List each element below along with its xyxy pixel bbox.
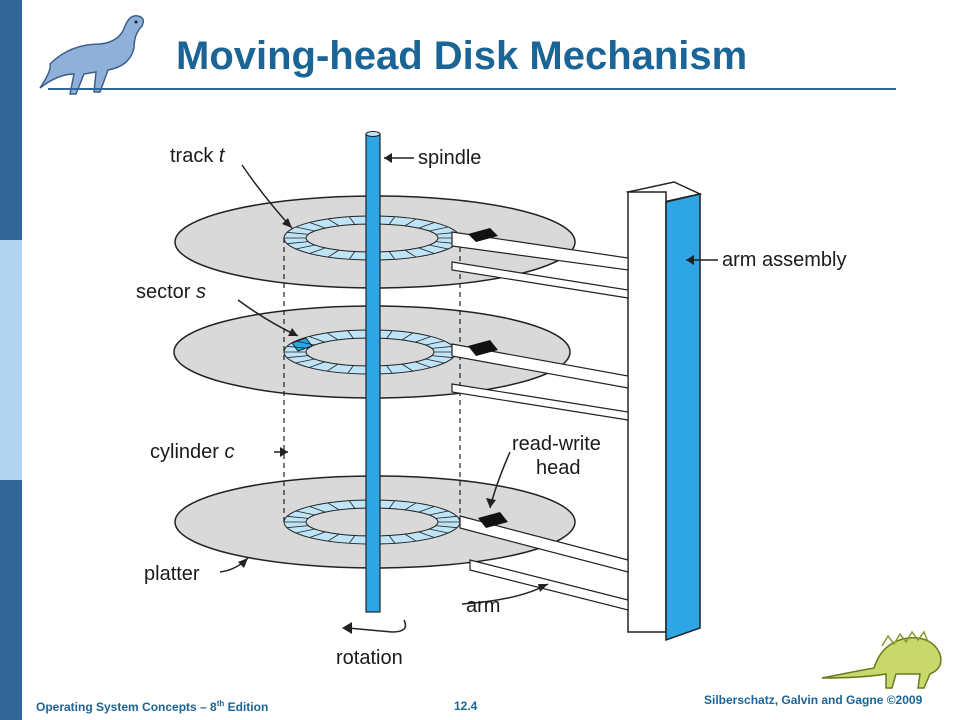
sector-divider <box>295 528 315 534</box>
sector-divider <box>418 506 435 513</box>
sector-divider <box>295 340 315 346</box>
arm-assembly-column-side <box>665 193 701 642</box>
label-cylinder: cylinder c <box>150 441 234 463</box>
sector-divider <box>309 506 326 513</box>
sector-divider <box>295 244 315 250</box>
sector-divider <box>418 222 435 229</box>
sector-divider <box>327 502 340 511</box>
sector-divider <box>388 216 396 225</box>
sector-divider <box>425 340 445 346</box>
sector-divider <box>347 330 354 339</box>
title-divider <box>48 88 896 90</box>
sector-divider <box>388 251 396 260</box>
sector-divider <box>348 216 356 225</box>
sector-divider <box>431 355 454 359</box>
sector-divider <box>309 222 326 229</box>
dinosaur-footer-icon <box>821 630 942 689</box>
sector-divider <box>348 535 356 544</box>
sector-divider <box>435 525 458 529</box>
sector-divider <box>286 231 309 235</box>
label-rotation: rotation <box>336 647 403 669</box>
sector-divider <box>327 533 340 542</box>
sidebar-band <box>0 0 22 720</box>
sector-divider <box>348 251 356 260</box>
read-write-head-top <box>468 228 498 242</box>
sector-divider <box>386 365 393 374</box>
sector-divider <box>388 535 396 544</box>
sector-divider <box>309 247 326 254</box>
sector-divider <box>429 244 449 250</box>
arrowheads <box>238 153 694 634</box>
sidebar-band-light <box>0 240 22 480</box>
arm-set <box>451 231 629 611</box>
label-read-write-line1: read-write <box>512 433 601 455</box>
sector-divider <box>401 363 414 372</box>
label-sector: sector s <box>136 281 206 303</box>
label-track: track t <box>170 145 226 167</box>
sector-divider <box>386 330 393 339</box>
sector-divider <box>435 515 458 519</box>
sector-divider <box>415 361 431 368</box>
sector-divider <box>295 226 315 232</box>
sector-divider <box>404 218 417 227</box>
sector-divider <box>309 361 325 368</box>
sector-divider <box>404 249 417 258</box>
sector-divider <box>347 365 354 374</box>
sector-divider <box>295 358 315 364</box>
footer-course: Operating System Concepts – 8th Edition <box>36 699 269 714</box>
spindle-top <box>365 131 381 137</box>
label-spindle: spindle <box>418 147 481 169</box>
sector-divider <box>286 525 309 529</box>
spindle <box>365 133 381 613</box>
sector-divider <box>425 358 445 364</box>
sector-divider <box>418 531 435 538</box>
sector-divider <box>418 247 435 254</box>
sector-divider <box>348 500 356 509</box>
sector-divider <box>326 332 339 341</box>
sector-divider <box>327 249 340 258</box>
dinosaur-logo-icon <box>39 14 145 95</box>
sector-divider <box>286 515 309 519</box>
read-write-head-middle <box>468 340 498 356</box>
sector-divider <box>401 332 414 341</box>
sector-divider <box>326 363 339 372</box>
label-read-write-line2: head <box>536 457 581 479</box>
label-arm-assembly: arm assembly <box>722 249 846 271</box>
sector-divider <box>327 218 340 227</box>
sector-divider <box>404 533 417 542</box>
sector-divider <box>309 531 326 538</box>
sector-divider <box>431 345 454 349</box>
sector-divider <box>388 500 396 509</box>
sector-divider <box>429 510 449 516</box>
read-write-head-bottom <box>478 512 508 528</box>
sector-divider <box>429 226 449 232</box>
sector-divider <box>295 510 315 516</box>
sector-divider <box>286 355 309 359</box>
sector-divider <box>429 528 449 534</box>
arm-assembly-column-front <box>627 191 667 633</box>
slide-title: Moving-head Disk Mechanism <box>176 34 748 78</box>
label-arm: arm <box>466 595 500 617</box>
footer-page-number: 12.4 <box>454 699 478 713</box>
sector-divider <box>415 336 431 343</box>
sector-divider <box>309 336 325 343</box>
footer-authors: Silberschatz, Galvin and Gagne ©2009 <box>704 693 923 707</box>
sector-divider <box>286 241 309 245</box>
sector-divider <box>404 502 417 511</box>
sector-divider <box>286 345 309 349</box>
label-platter: platter <box>144 563 200 585</box>
